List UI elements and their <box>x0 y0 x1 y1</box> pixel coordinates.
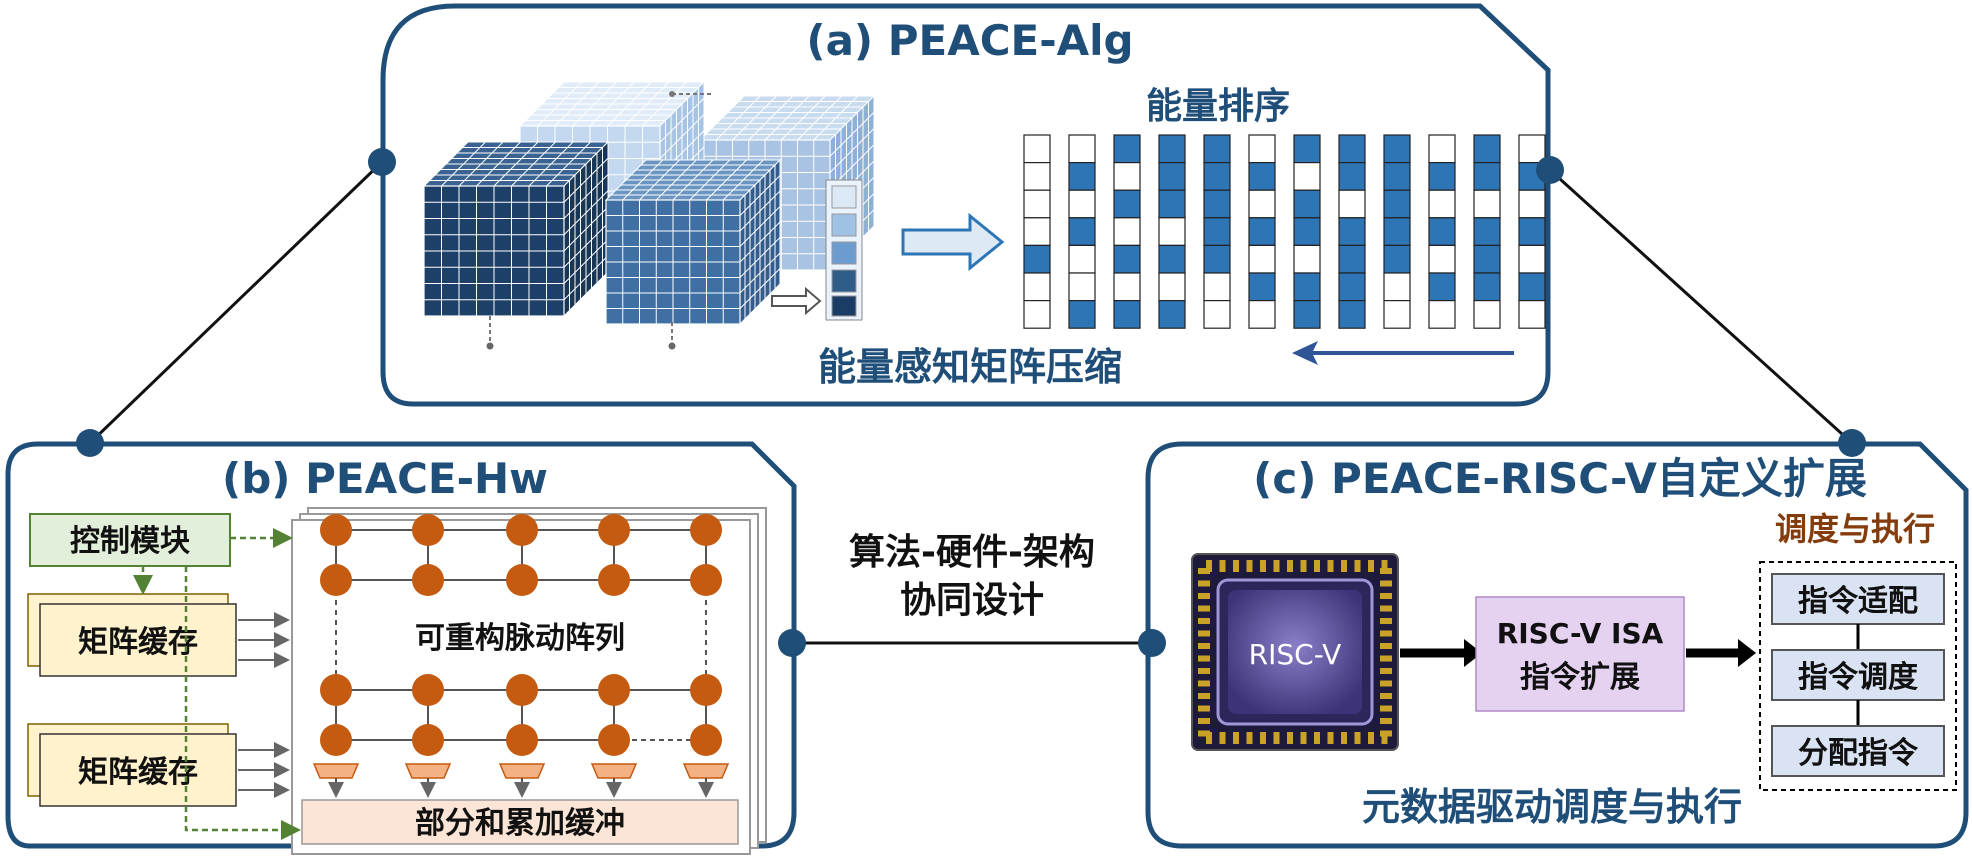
panel-hw: (b) PEACE-Hw 控制模块 矩阵缓存 矩阵缓存 可重构脉动阵列 部分和累… <box>5 441 797 855</box>
panel-riscv: (c) PEACE-RISC-V自定义扩展 RISC-V RISC-V ISA … <box>1145 441 1969 849</box>
accumulation-buffer-box <box>301 799 739 845</box>
sparse-column <box>1023 134 1051 329</box>
exec-title: 调度与执行 <box>1775 510 1935 548</box>
panel-alg-title: (a) PEACE-Alg <box>806 16 1133 65</box>
co-design-line-2: 协同设计 <box>900 580 1044 621</box>
step-dispatch-label: 分配指令 <box>1798 736 1919 771</box>
pe-node <box>412 724 444 756</box>
matrix-buffer-1-label: 矩阵缓存 <box>78 625 198 660</box>
sparse-column <box>1293 134 1321 329</box>
accumulation-buffer-label: 部分和累加缓冲 <box>415 806 625 841</box>
pe-node <box>506 514 538 546</box>
systolic-array-label: 可重构脉动阵列 <box>415 621 625 656</box>
isa-to-exec-arrow-icon <box>1738 639 1756 667</box>
exec-pipeline-frame <box>1759 561 1957 791</box>
sparse-column <box>1158 134 1186 329</box>
adder-icon <box>498 763 546 779</box>
isa-label-line-2: 指令扩展 <box>1520 660 1640 695</box>
pe-node <box>690 674 722 706</box>
matrix-buffer-2-box <box>39 733 237 807</box>
vector-arrow-icon <box>771 286 822 316</box>
energy-compression-label: 能量感知矩阵压缩 <box>818 345 1122 389</box>
buffer-feed-arrows <box>238 612 290 798</box>
control-module-box <box>29 513 231 567</box>
connector-nodes <box>76 148 1866 657</box>
sparse-column <box>1068 134 1096 329</box>
co-design-line-1: 算法-硬件-架构 <box>849 532 1095 573</box>
panel-hw-title: (b) PEACE-Hw <box>222 454 548 503</box>
connectors <box>88 160 1854 645</box>
co-design-label: 算法-硬件-架构 协同设计 <box>849 532 1095 621</box>
pe-node <box>690 514 722 546</box>
pe-node <box>598 724 630 756</box>
chip-to-isa-arrow-icon <box>1464 639 1482 667</box>
sparse-column <box>1113 134 1141 329</box>
pe-node <box>412 564 444 596</box>
transform-arrow-icon <box>901 212 1005 272</box>
pe-node <box>690 564 722 596</box>
pe-node <box>412 514 444 546</box>
pe-node <box>320 724 352 756</box>
metadata-scheduling-label: 元数据驱动调度与执行 <box>1362 785 1742 829</box>
sparse-column <box>1518 134 1546 329</box>
sort-direction-arrow-icon <box>1292 341 1318 365</box>
step-adapt-label: 指令适配 <box>1798 584 1918 619</box>
sorted-sparse-columns <box>1023 134 1546 329</box>
matrix-buffer-2-label: 矩阵缓存 <box>78 755 198 790</box>
adder-icon <box>404 763 452 779</box>
pe-node <box>690 724 722 756</box>
tensor-cubes-illustration <box>422 80 876 350</box>
adder-icon <box>590 763 638 779</box>
pe-node <box>320 564 352 596</box>
pe-node <box>320 674 352 706</box>
pe-node <box>598 564 630 596</box>
step-dispatch-box <box>1771 725 1945 777</box>
chip-label: RISC-V <box>1249 638 1342 671</box>
pe-node <box>412 674 444 706</box>
sparse-column <box>1428 134 1456 329</box>
pe-grid <box>312 514 730 798</box>
riscv-chip-icon: RISC-V <box>1191 553 1399 751</box>
energy-sort-label: 能量排序 <box>1146 86 1290 127</box>
adder-icon <box>312 763 360 779</box>
isa-extension-box <box>1475 596 1685 712</box>
isa-label-line-1: RISC-V ISA <box>1497 617 1664 650</box>
vector-column <box>825 179 863 321</box>
sparse-column <box>1203 134 1231 329</box>
step-schedule-label: 指令调度 <box>1798 660 1918 695</box>
pe-node <box>598 514 630 546</box>
pe-node <box>320 514 352 546</box>
sparse-column <box>1338 134 1366 329</box>
sparse-column <box>1248 134 1276 329</box>
panel-alg: (a) PEACE-Alg 能量 <box>380 3 1551 407</box>
pe-node <box>598 674 630 706</box>
panel-riscv-title: (c) PEACE-RISC-V自定义扩展 <box>1253 454 1867 503</box>
sparse-column <box>1473 134 1501 329</box>
pe-node <box>506 724 538 756</box>
sparse-column <box>1383 134 1411 329</box>
pe-node <box>506 564 538 596</box>
step-schedule-box <box>1771 649 1945 701</box>
matrix-buffer-1-box <box>39 603 237 677</box>
adder-icon <box>682 763 730 779</box>
control-module-label: 控制模块 <box>70 524 190 559</box>
step-adapt-box <box>1771 573 1945 625</box>
control-signals <box>133 528 301 840</box>
pe-node <box>506 674 538 706</box>
